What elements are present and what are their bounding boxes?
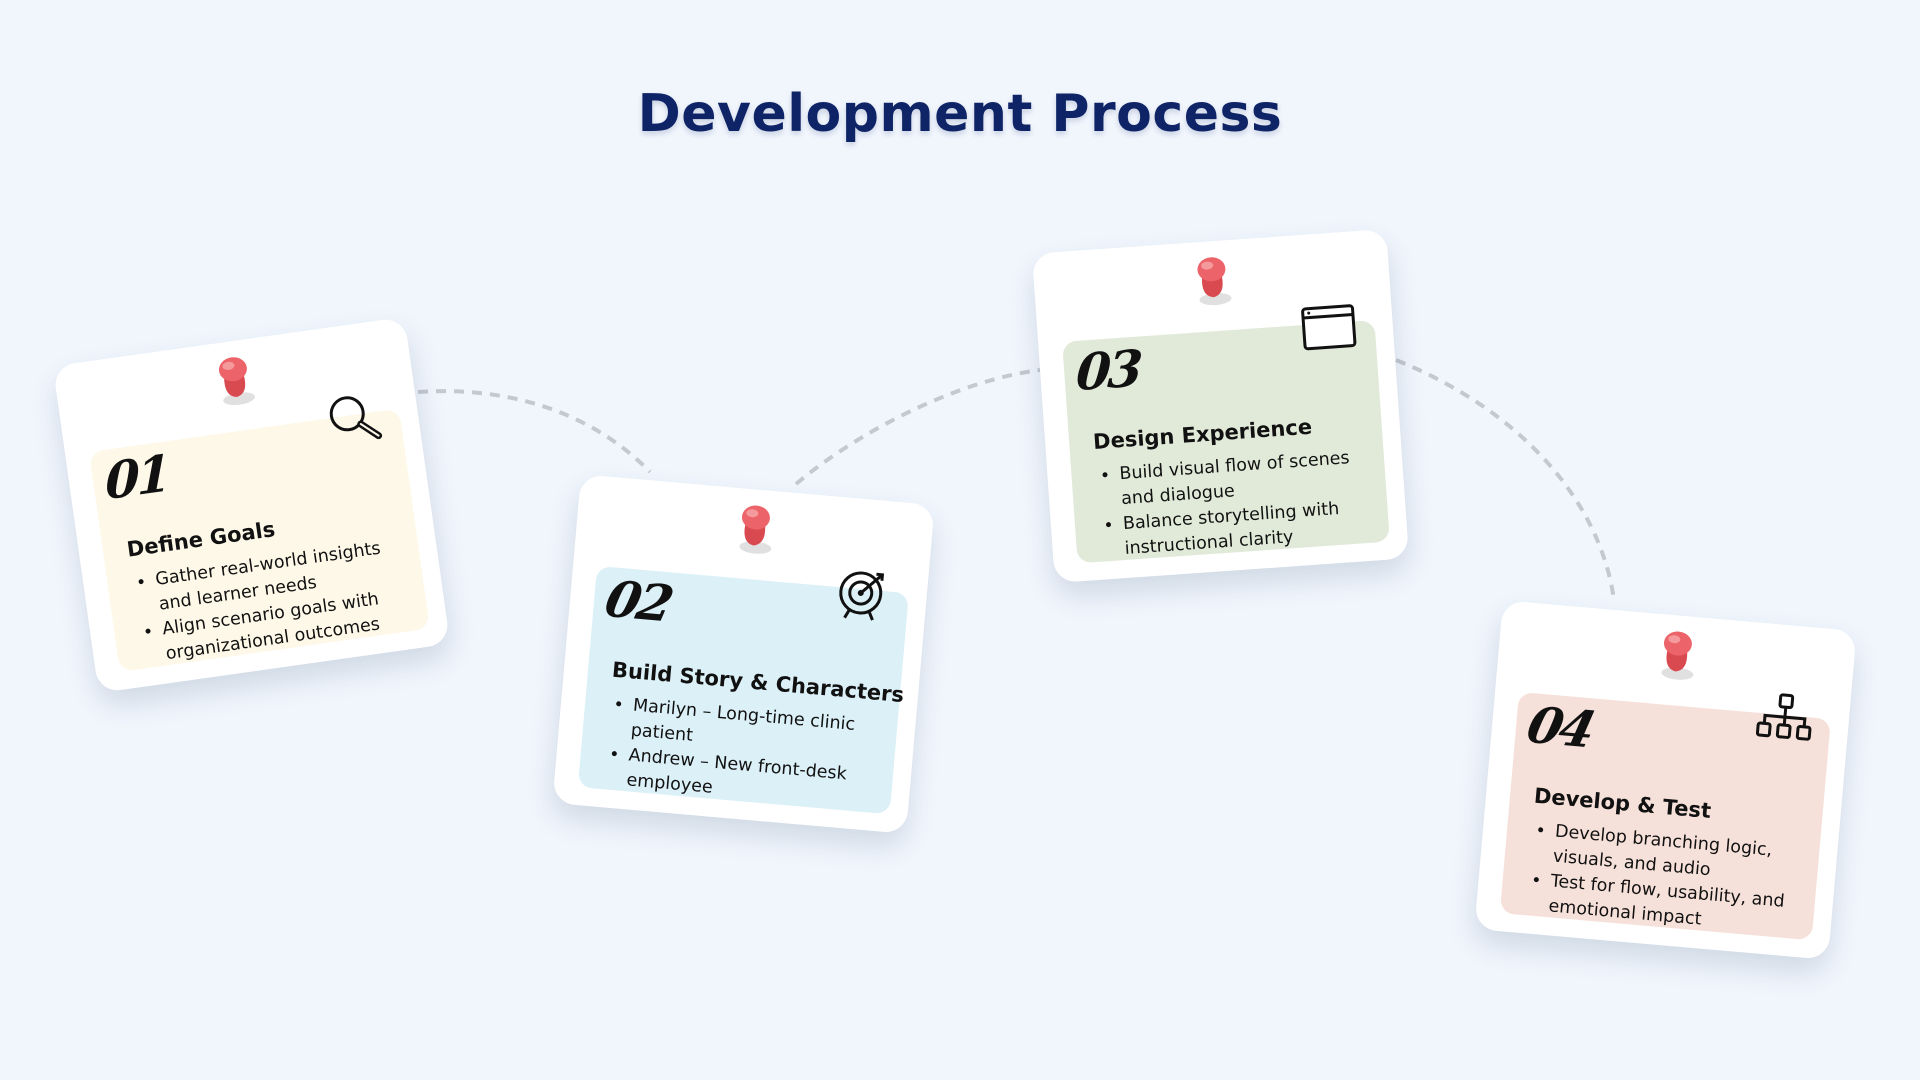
target-icon xyxy=(839,571,885,621)
pushpin-icon xyxy=(218,357,255,406)
connector-1-2 xyxy=(417,389,652,474)
step-number: 03 xyxy=(1074,338,1142,403)
page-title: Development Process xyxy=(637,84,1283,144)
step-number: 01 xyxy=(105,442,169,512)
magnifier-icon xyxy=(329,396,383,440)
pushpin-icon xyxy=(738,505,771,554)
step-bullets: Build visual flow of scenes and dialogue… xyxy=(1097,444,1382,563)
step-card-2: 02 Build Story & Characters Marilyn – Lo… xyxy=(552,474,935,834)
step-card-4: 04 Develop & Test Develop branching logi… xyxy=(1474,600,1857,960)
hierarchy-icon xyxy=(1755,693,1812,741)
step-number: 04 xyxy=(1521,695,1599,759)
connector-3-4 xyxy=(1395,358,1616,601)
pushpin-icon xyxy=(1660,631,1693,680)
step-card-1: 01 Define Goals Gather real-world insigh… xyxy=(52,316,451,694)
step-card-3: 03 Design Experience Build visual flow o… xyxy=(1031,229,1410,583)
browser-window-icon xyxy=(1301,304,1357,351)
connector-2-3 xyxy=(794,368,1041,486)
pushpin-icon xyxy=(1196,257,1231,306)
step-number: 02 xyxy=(599,569,677,633)
